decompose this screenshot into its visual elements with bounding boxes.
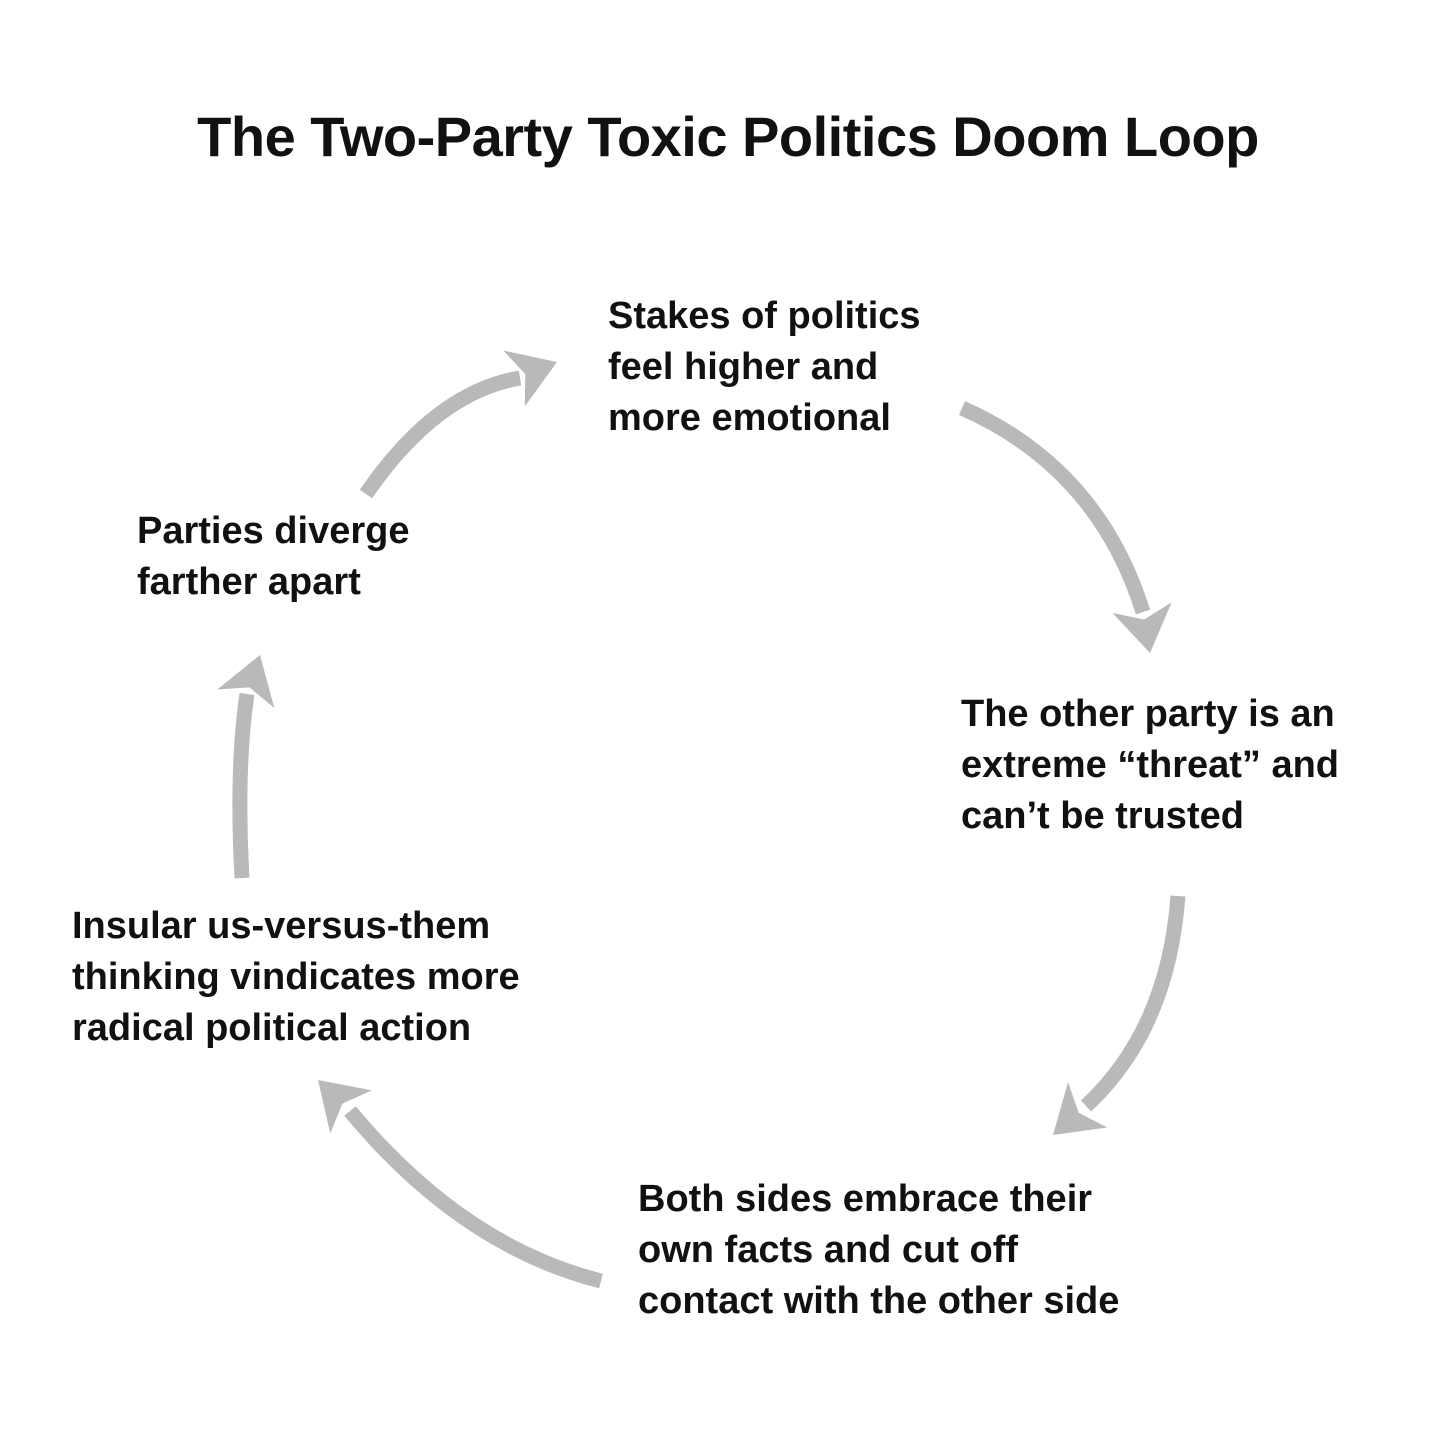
node-parties-diverge: Parties diverge farther apart xyxy=(137,510,410,603)
node-both-sides-own-facts: Both sides embrace their own facts and c… xyxy=(638,1178,1120,1322)
arrow-facts-to-insular xyxy=(318,1080,603,1289)
arrow-threat-to-facts xyxy=(1053,895,1186,1135)
arrow-stakes-to-threat xyxy=(958,401,1172,653)
node-other-party-threat: The other party is an extreme “threat” a… xyxy=(961,693,1340,837)
node-stakes-of-politics: Stakes of politics feel higher and more … xyxy=(608,295,921,439)
arrow-diverge-to-stakes xyxy=(359,350,557,499)
page-title: The Two-Party Toxic Politics Doom Loop xyxy=(197,105,1259,168)
arrow-insular-to-diverge xyxy=(217,655,275,879)
node-insular-thinking: Insular us-versus-them thinking vindicat… xyxy=(72,905,520,1049)
